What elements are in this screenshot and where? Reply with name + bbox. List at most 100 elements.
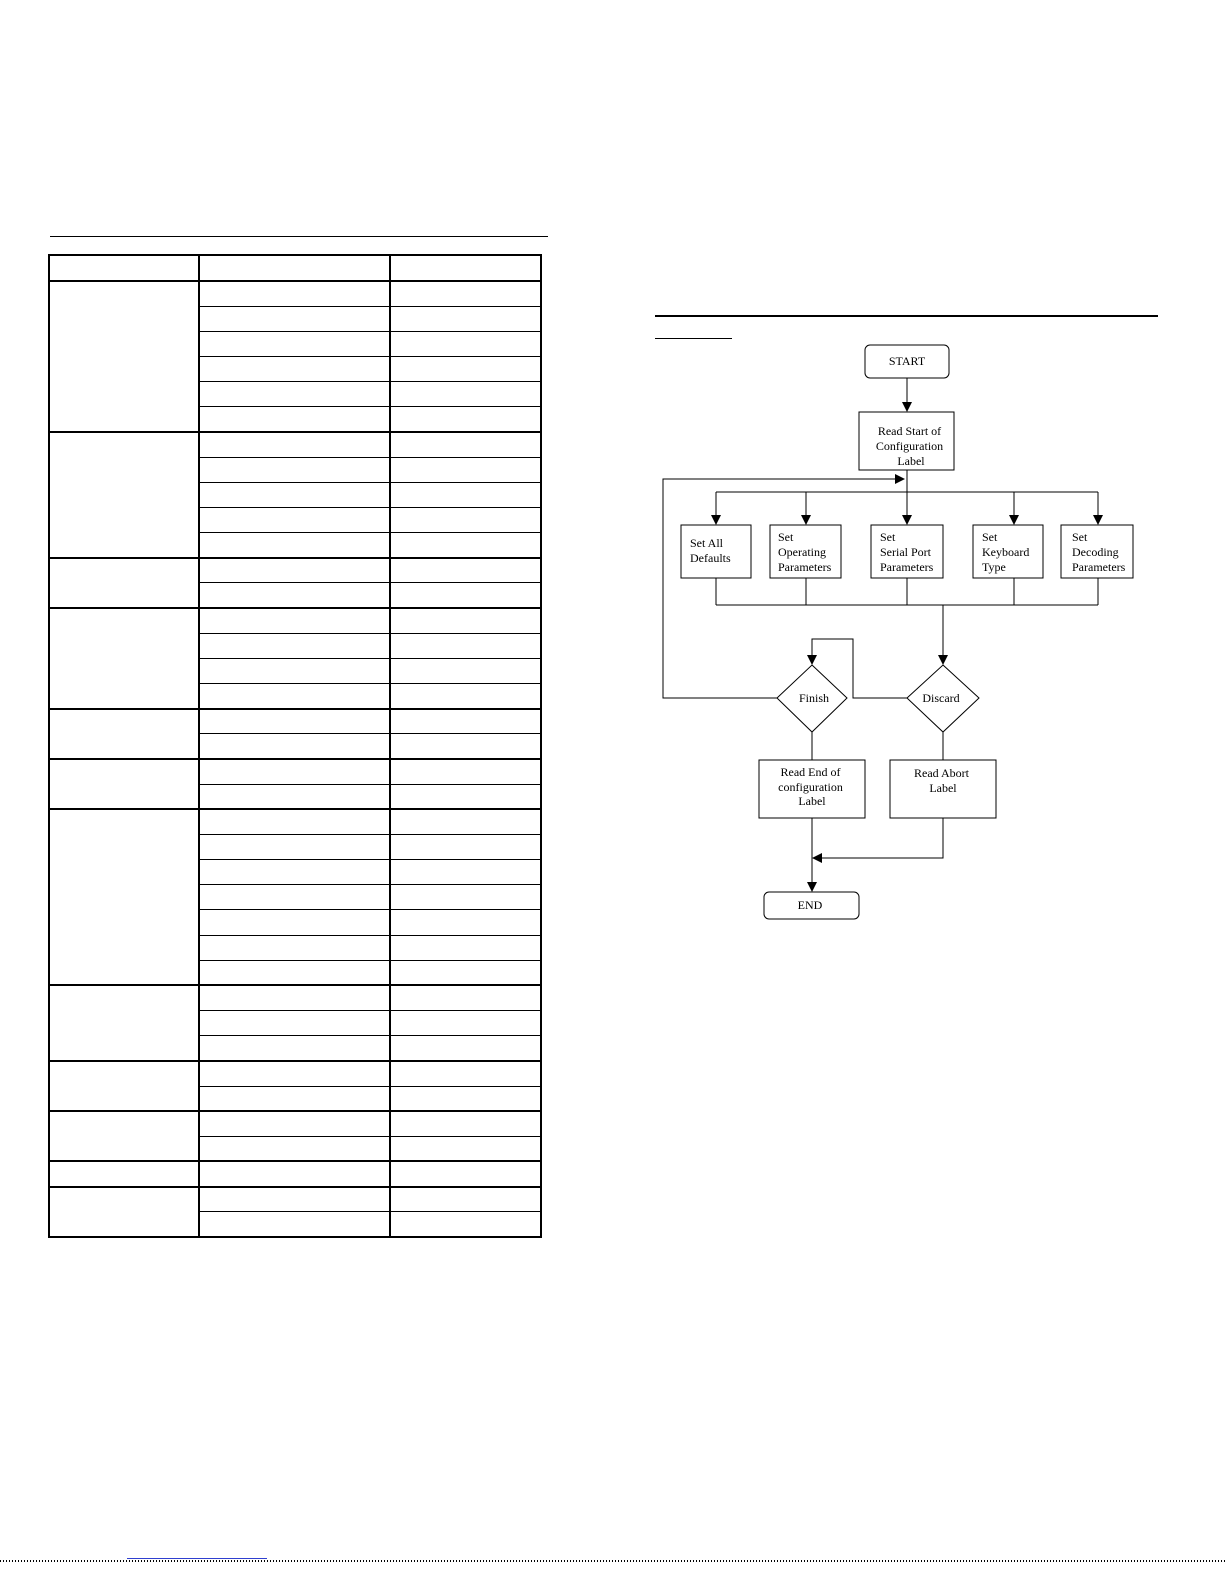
end-terminal <box>763 891 860 920</box>
value-cell <box>389 657 542 685</box>
set-operating-line-3: Parameters <box>778 560 832 574</box>
table-row <box>48 607 542 710</box>
setting-cell <box>198 1135 391 1162</box>
value-cell <box>389 381 542 408</box>
bottom-link-underline <box>127 1558 267 1559</box>
table-row <box>48 1110 542 1162</box>
value-cell <box>389 1135 542 1162</box>
group-cell <box>48 984 200 1062</box>
table-row <box>49 1035 542 1062</box>
table-row <box>49 381 542 408</box>
table-row <box>49 934 542 961</box>
right-header-rule <box>655 315 1158 317</box>
group-cell <box>48 1160 200 1188</box>
value-cell <box>389 406 542 433</box>
value-cell <box>389 607 542 634</box>
group-cell <box>48 1185 200 1238</box>
value-cell <box>389 884 542 911</box>
setting-cell <box>198 657 391 685</box>
table-row <box>49 330 542 357</box>
read-start-line-1: Read Start of <box>878 424 941 438</box>
finish-loop-back-arrow <box>662 474 905 699</box>
value-cell <box>389 1010 542 1037</box>
setting-cell <box>198 1035 391 1062</box>
table-row <box>49 456 542 483</box>
set-serial-line-3: Parameters <box>880 560 934 574</box>
setting-cell <box>198 305 391 332</box>
end-label: END <box>798 898 823 912</box>
discard-to-finish-arrow <box>807 638 907 699</box>
start-label: START <box>889 354 926 368</box>
value-cell <box>389 707 542 735</box>
table-row <box>49 657 542 685</box>
read-abort-to-end-arrow <box>812 818 944 863</box>
read-end-line-1: Read End of <box>781 765 841 779</box>
read-abort-label: Read Abort Label <box>914 766 972 795</box>
setting-cell <box>198 607 391 634</box>
setting-cell <box>198 682 391 710</box>
table-body <box>48 279 542 1238</box>
setting-cell <box>198 1211 391 1238</box>
discard-label: Discard <box>922 691 959 705</box>
group-cell <box>48 1110 200 1162</box>
value-cell <box>389 1059 542 1087</box>
set-keyboard-line-3: Type <box>982 560 1006 574</box>
read-end-line-2: configuration <box>778 780 843 794</box>
header-cell-2 <box>198 254 391 282</box>
set-decoding-parameters-label: Set Decoding Parameters <box>1072 530 1126 574</box>
set-all-defaults-line-1: Set All <box>690 536 724 550</box>
setting-cell <box>198 984 391 1012</box>
set-decoding-line-2: Decoding <box>1072 545 1119 559</box>
table-row <box>48 808 542 986</box>
set-serial-port-parameters-label: Set Serial Port Parameters <box>880 530 934 574</box>
setting-cell <box>198 733 391 760</box>
setting-cell <box>198 430 391 458</box>
value-cell <box>389 909 542 936</box>
read-start-label: Read Start of Configuration Label <box>876 424 946 468</box>
set-keyboard-type-box <box>972 524 1044 579</box>
set-all-defaults-line-2: Defaults <box>690 551 731 565</box>
table-row <box>49 1010 542 1037</box>
value-cell <box>389 984 542 1012</box>
set-decoding-line-3: Parameters <box>1072 560 1126 574</box>
value-cell <box>389 859 542 886</box>
bottom-dotted-border <box>0 1560 1225 1562</box>
read-abort-line-2: Label <box>929 781 957 795</box>
value-cell <box>389 279 542 307</box>
setting-cell <box>198 1059 391 1087</box>
table-row <box>48 1185 542 1238</box>
read-start-line-3: Label <box>897 454 925 468</box>
group-cell <box>48 280 200 433</box>
setting-cell <box>198 330 391 357</box>
right-subheader-rule <box>655 338 732 339</box>
value-cell <box>389 757 542 785</box>
set-decoding-line-1: Set <box>1072 530 1088 544</box>
set-decoding-parameters-box <box>1060 524 1134 579</box>
read-end-line-3: Label <box>798 794 826 808</box>
setting-cell <box>198 456 391 483</box>
set-keyboard-line-2: Keyboard <box>982 545 1029 559</box>
table-row <box>48 279 542 433</box>
setting-cell <box>198 934 391 961</box>
settings-table <box>48 254 542 1238</box>
value-cell <box>389 330 542 357</box>
set-keyboard-type-label: Set Keyboard Type <box>982 530 1032 574</box>
read-end-label: Read End of configuration Label <box>778 765 846 808</box>
setting-cell <box>198 279 391 307</box>
table-row <box>48 430 542 559</box>
set-all-defaults-label: Set All Defaults <box>690 536 731 565</box>
table-row <box>49 305 542 332</box>
group-cell <box>48 757 200 810</box>
value-cell <box>389 1160 542 1188</box>
table-row <box>48 1160 542 1188</box>
table-row <box>49 859 542 886</box>
setting-cell <box>198 909 391 936</box>
value-cell <box>389 1035 542 1062</box>
group-cell <box>48 808 200 986</box>
finish-label: Finish <box>799 691 829 705</box>
set-operating-line-1: Set <box>778 530 794 544</box>
table-row <box>48 984 542 1062</box>
table-row <box>49 506 542 534</box>
setting-cell <box>198 556 391 584</box>
